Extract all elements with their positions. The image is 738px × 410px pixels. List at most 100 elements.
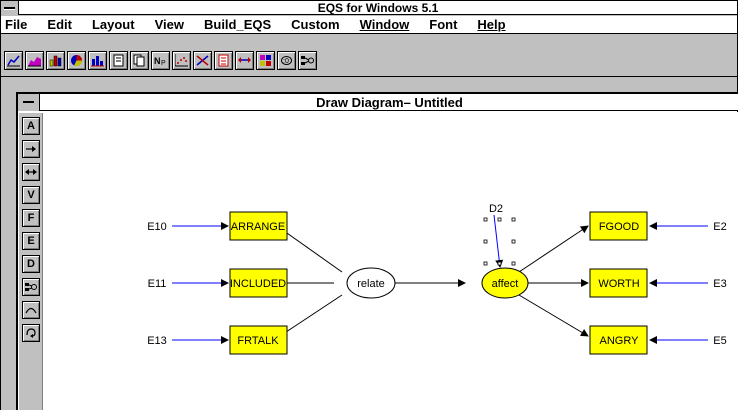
menu-build-eqs[interactable]: Build_EQS	[203, 17, 272, 32]
variable-label: FGOOD	[599, 221, 639, 233]
toolbar-button-sort[interactable]	[214, 51, 233, 70]
double-arrow-icon	[25, 169, 37, 175]
variable-arrange[interactable]: ARRANGE	[229, 211, 288, 241]
tool-select[interactable]: A	[22, 117, 40, 135]
variable-label: ARRANGE	[231, 221, 285, 233]
page-icon	[113, 54, 124, 67]
disturbance-label-d2[interactable]: D2	[489, 203, 503, 215]
menu-custom[interactable]: Custom	[291, 17, 340, 32]
tool-disturbance[interactable]: D	[22, 255, 40, 273]
child-window-title: Draw Diagram– Untitled	[316, 95, 463, 110]
variable-worth[interactable]: WORTH	[589, 268, 648, 298]
error-label-e2[interactable]: E2	[713, 221, 726, 233]
regression-icon	[196, 55, 209, 66]
toolbar-button-3d-bar-chart[interactable]	[46, 51, 65, 70]
toolbar-button-regression[interactable]	[193, 51, 212, 70]
diagram-icon: :0	[281, 56, 292, 65]
toolbar-button-scatter-plot[interactable]	[172, 51, 191, 70]
menu-font[interactable]: Font	[429, 17, 458, 32]
diagram-canvas[interactable]: ARRANGE INCLUDED FRTALK FGOOD WORT	[44, 112, 738, 410]
toolbar-button-diagram[interactable]: :0	[277, 51, 296, 70]
toolbar-button-pie-chart[interactable]	[67, 51, 86, 70]
3d-bar-chart-icon	[49, 55, 62, 67]
app-title: EQS for Windows 5.1	[317, 1, 439, 15]
tool-measured-variable[interactable]: V	[22, 186, 40, 204]
variable-label: FRTALK	[237, 335, 279, 347]
path-relate-frtalk[interactable]	[276, 294, 343, 339]
child-system-menu-icon	[23, 101, 34, 103]
tool-double-arrow[interactable]	[22, 163, 40, 181]
tool-path-model[interactable]	[22, 278, 40, 296]
variable-angry[interactable]: ANGRY	[589, 325, 648, 355]
child-system-menu-button[interactable]	[18, 94, 40, 111]
path-affect-angry[interactable]	[518, 294, 589, 337]
variable-frtalk[interactable]: FRTALK	[229, 325, 288, 355]
palette-icon	[260, 55, 271, 66]
variable-fgood[interactable]: FGOOD	[589, 211, 648, 241]
variable-label: WORTH	[598, 278, 639, 290]
bar-chart-icon	[91, 56, 104, 67]
factor-label: affect	[492, 278, 519, 290]
tool-palette: A V F E D	[19, 113, 43, 410]
pie-chart-icon	[71, 55, 83, 67]
loop-icon	[26, 328, 36, 338]
path-relate-arrange[interactable]	[276, 225, 343, 273]
tool-curve[interactable]	[22, 301, 40, 319]
variable-included[interactable]: INCLUDED	[229, 268, 288, 298]
error-label-e3[interactable]: E3	[713, 278, 726, 290]
error-label-e5[interactable]: E5	[713, 335, 726, 347]
svg-text:N: N	[154, 56, 161, 66]
tool-factor[interactable]: F	[22, 209, 40, 227]
line-chart-icon	[7, 55, 20, 67]
menu-view[interactable]: View	[154, 17, 184, 32]
system-menu-button[interactable]	[1, 1, 19, 15]
sort-icon	[218, 54, 229, 67]
menu-window[interactable]: Window	[360, 17, 410, 32]
menu-help-label: Help	[477, 17, 506, 32]
path-model-icon	[25, 283, 37, 291]
toolbar-button-arrows[interactable]	[235, 51, 254, 70]
variable-label: INCLUDED	[230, 278, 286, 290]
toolbar-button-pages[interactable]	[130, 51, 149, 70]
area-chart-icon	[28, 57, 41, 67]
path-affect-fgood[interactable]	[518, 225, 589, 273]
menu-file[interactable]: File	[5, 17, 28, 32]
child-title-bar: Draw Diagram– Untitled	[18, 94, 738, 111]
variable-label: ANGRY	[600, 335, 640, 347]
svg-text:P: P	[161, 60, 166, 67]
menu-help[interactable]: Help	[477, 17, 505, 32]
selection-handles[interactable]	[483, 217, 516, 266]
path-diagram: ARRANGE INCLUDED FRTALK FGOOD WORT	[147, 203, 727, 355]
system-menu-icon	[4, 7, 15, 9]
draw-diagram-window: Draw Diagram– Untitled A V F E D	[16, 92, 738, 410]
menu-window-label: Window	[359, 17, 410, 32]
toolbar-button-bar-chart[interactable]	[88, 51, 107, 70]
toolbar-button-path-diagram[interactable]	[298, 51, 317, 70]
toolbar-button-line-chart[interactable]	[4, 51, 23, 70]
pages-icon	[133, 54, 145, 67]
tool-arrow[interactable]	[22, 140, 40, 158]
factor-label: relate	[357, 278, 385, 290]
toolbar-button-area-chart[interactable]	[25, 51, 44, 70]
error-label-e13[interactable]: E13	[147, 335, 167, 347]
right-arrow-icon	[26, 146, 36, 152]
menu-layout[interactable]: Layout	[91, 17, 135, 32]
factor-relate[interactable]: relate	[346, 267, 396, 299]
disturbance-path-d2[interactable]	[493, 214, 504, 268]
svg-text::0: :0	[283, 58, 289, 65]
toolbar-button-palette[interactable]	[256, 51, 275, 70]
scatter-plot-icon	[175, 54, 188, 67]
tool-error[interactable]: E	[22, 232, 40, 250]
factor-affect[interactable]: affect	[481, 267, 529, 299]
tool-loop[interactable]	[22, 324, 40, 342]
error-label-e10[interactable]: E10	[147, 221, 167, 233]
error-label-e11[interactable]: E11	[148, 278, 167, 290]
toolbar-button-page[interactable]	[109, 51, 128, 70]
menu-edit[interactable]: Edit	[47, 17, 72, 32]
arrows-icon	[238, 57, 251, 63]
